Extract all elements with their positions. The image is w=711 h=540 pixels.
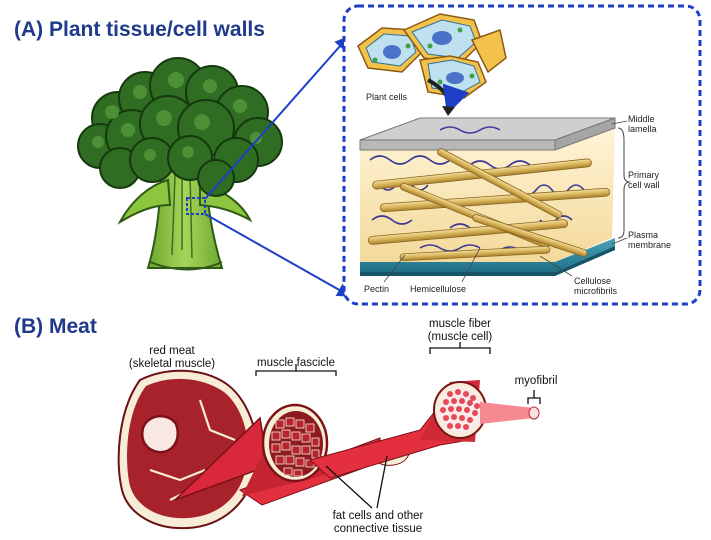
label-fat-cells-line2: connective tissue (333, 523, 423, 535)
label-middle-lamella-line2: lamella (628, 124, 657, 134)
section-b-heading: (B) Meat (14, 315, 97, 338)
section-a-heading: (A) Plant tissue/cell walls (14, 18, 265, 41)
label-primary-cell-wall-line1: Primary (628, 170, 659, 180)
label-cellulose-microfibrils-line1: Cellulose (574, 276, 612, 286)
label-plasma-membrane-line2: membrane (628, 240, 672, 250)
label-primary-cell-wall-line2: cell wall (628, 180, 660, 190)
label-pectin: Pectin (364, 284, 390, 294)
label-middle-lamella-line1: Middle (628, 114, 655, 124)
label-red-meat-line2: (skeletal muscle) (128, 358, 216, 370)
label-muscle-fiber-line2: (muscle cell) (427, 331, 493, 343)
label-plant-cells: Plant cells (366, 92, 408, 102)
zoom-source-box (186, 197, 206, 215)
zoom-arrow-upper (204, 35, 349, 200)
label-muscle-fiber-line1: muscle fiber (429, 318, 491, 330)
label-cellulose-microfibrils-line2: microfibrils (574, 286, 618, 296)
broccoli-illustration (77, 57, 283, 271)
plant-cells-illustration (357, 13, 507, 116)
zoom-arrow-lower (204, 213, 352, 297)
label-red-meat-line1: red meat (149, 345, 195, 357)
cell-wall-layers (359, 117, 631, 283)
label-myofibril: myofibril (514, 375, 558, 387)
label-plasma-membrane-line1: Plasma (628, 230, 659, 240)
label-fat-cells-line1: fat cells and other (332, 510, 424, 522)
label-muscle-fascicle: muscle fascicle (257, 357, 335, 369)
label-hemicellulose: Hemicellulose (410, 284, 467, 294)
meat-illustration (117, 342, 541, 530)
